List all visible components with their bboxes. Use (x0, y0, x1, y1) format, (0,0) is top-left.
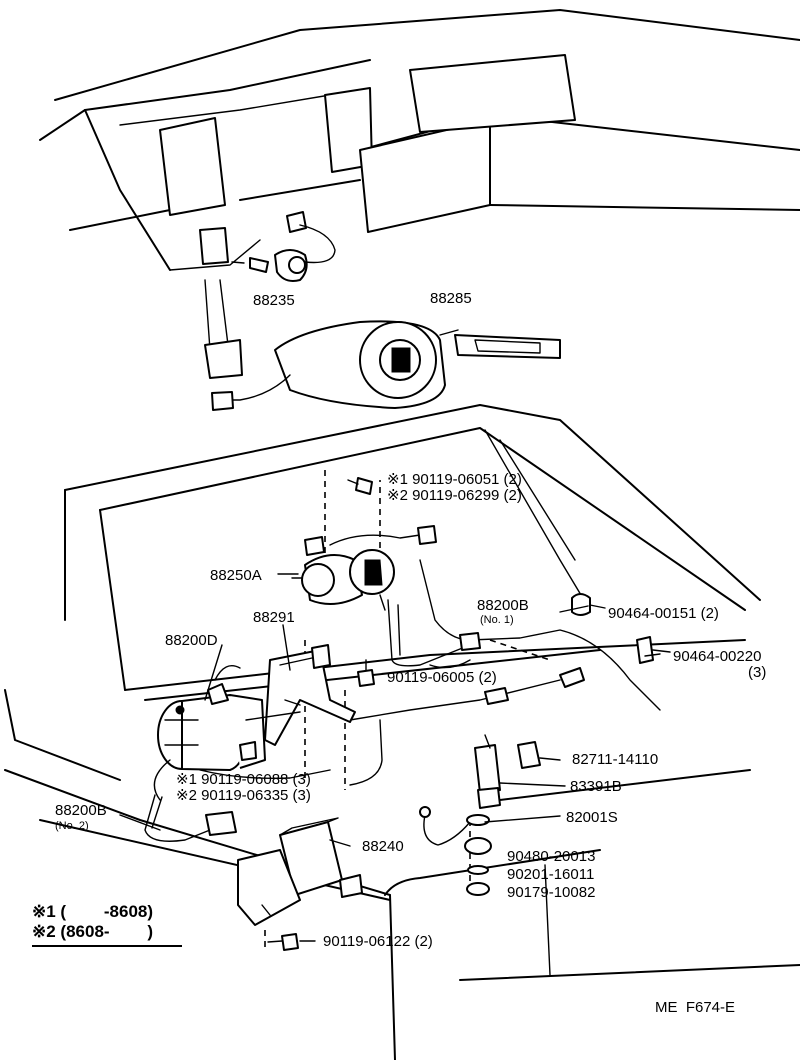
label-bolt-06005: 90119-06005 (2) (387, 669, 497, 686)
washer-90201-icon (467, 865, 489, 875)
label-88200D: 88200D (165, 632, 218, 649)
label-90179: 90179-10082 (507, 884, 595, 901)
label-clip-00220: 90464-00220 (673, 648, 761, 665)
part-labels: 88235 88285 ※1 90119-06051 (2) ※2 90119-… (55, 290, 766, 950)
legend: ※1 ( -8608) ※2 (8608- ) (32, 902, 153, 941)
relay-88240 (237, 817, 363, 926)
label-bolt-06335: ※2 90119-06335 (3) (176, 787, 311, 804)
switch-88235 (231, 211, 336, 282)
wires (153, 659, 471, 801)
nut-90179-icon (466, 882, 490, 896)
clip-00151-icon (571, 593, 606, 616)
label-bolt-06122: 90119-06122 (2) (323, 933, 433, 950)
label-90201: 90201-16011 (507, 866, 594, 883)
hose-82001S (419, 806, 471, 846)
motor-88200D (157, 683, 266, 771)
label-88200B-no1: 88200B (477, 597, 529, 614)
label-88285: 88285 (430, 290, 472, 307)
label-82001S: 82001S (566, 809, 618, 826)
hose-88200B-no1 (349, 559, 661, 721)
label-88240: 88240 (362, 838, 404, 855)
bolt-06051-icon (347, 477, 373, 495)
hose-88200B-no2 (144, 794, 237, 842)
label-bolt-06051: ※1 90119-06051 (2) (387, 471, 522, 488)
bracket-88291 (264, 644, 356, 746)
label-82711: 82711-14110 (572, 751, 658, 768)
label-clip-00151: 90464-00151 (2) (608, 605, 719, 622)
label-83391B: 83391B (570, 778, 622, 795)
grommet-90480-icon (464, 814, 492, 855)
label-88200B-no1-sub: (No. 1) (480, 614, 514, 626)
label-bolt-06088: ※1 90119-06088 (3) (176, 771, 311, 788)
nozzle-82711-icon (517, 741, 541, 769)
dashboard-illustration (39, 9, 800, 379)
label-bolt-06299: ※2 90119-06299 (2) (387, 487, 522, 504)
legend-note-1: ※1 ( -8608) (32, 902, 153, 921)
bolt-06122-icon (267, 933, 299, 951)
label-88250A: 88250A (210, 567, 262, 584)
figure-code: ME F674-E (655, 999, 735, 1016)
label-leaders (119, 573, 661, 942)
label-90480: 90480-20013 (507, 848, 595, 865)
label-88200B-no2: 88200B (55, 802, 107, 819)
label-88291: 88291 (253, 609, 295, 626)
bolt-06005-icon (357, 659, 375, 687)
label-clip-00220-qty: (3) (748, 664, 766, 681)
washer-pump-83391B (474, 734, 501, 809)
clip-00220-icon (636, 636, 671, 664)
label-88200B-no2-sub: (No. 2) (55, 820, 89, 832)
label-88235: 88235 (253, 292, 295, 309)
legend-note-2: ※2 (8608- ) (32, 922, 153, 941)
motor-88250A (291, 525, 437, 611)
combination-switch-88285 (211, 320, 561, 411)
